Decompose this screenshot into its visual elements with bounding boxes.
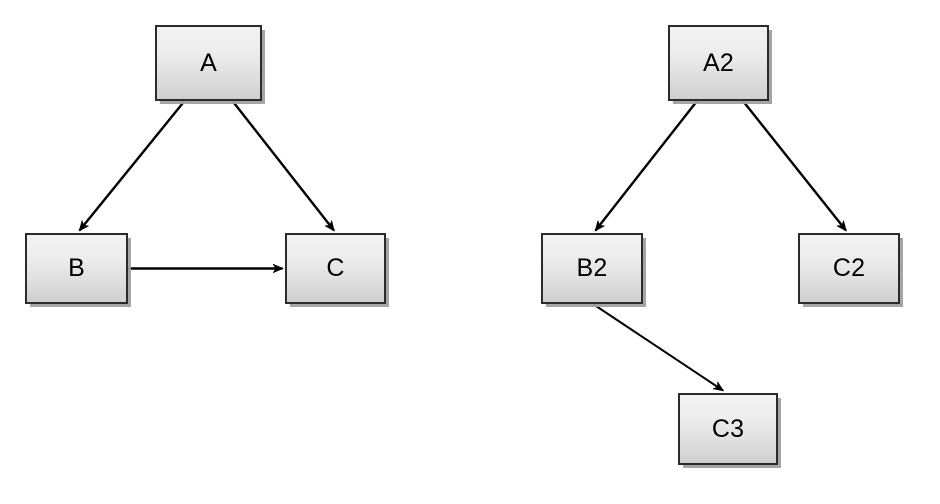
edge-b2-c3[interactable]	[592, 303, 723, 392]
node-c2-label: C2	[832, 254, 866, 282]
node-a-label: A	[200, 48, 217, 77]
node-c3-label: C3	[711, 414, 745, 443]
node-a[interactable]: A	[155, 25, 262, 101]
node-c-label: C	[326, 254, 345, 282]
node-b[interactable]: B	[25, 233, 128, 304]
node-c2[interactable]: C2	[798, 233, 900, 304]
edge-a-b[interactable]	[78, 100, 186, 231]
edge-a2-b2[interactable]	[594, 100, 698, 231]
node-b-label: B	[68, 254, 85, 282]
edge-a-c[interactable]	[231, 100, 335, 231]
node-c[interactable]: C	[285, 233, 386, 304]
edge-a2-c2[interactable]	[742, 100, 847, 231]
node-c3[interactable]: C3	[678, 393, 778, 465]
node-b2-label: B2	[576, 254, 608, 282]
node-b2[interactable]: B2	[541, 233, 643, 304]
node-a2[interactable]: A2	[668, 25, 769, 101]
node-a2-label: A2	[703, 48, 734, 77]
